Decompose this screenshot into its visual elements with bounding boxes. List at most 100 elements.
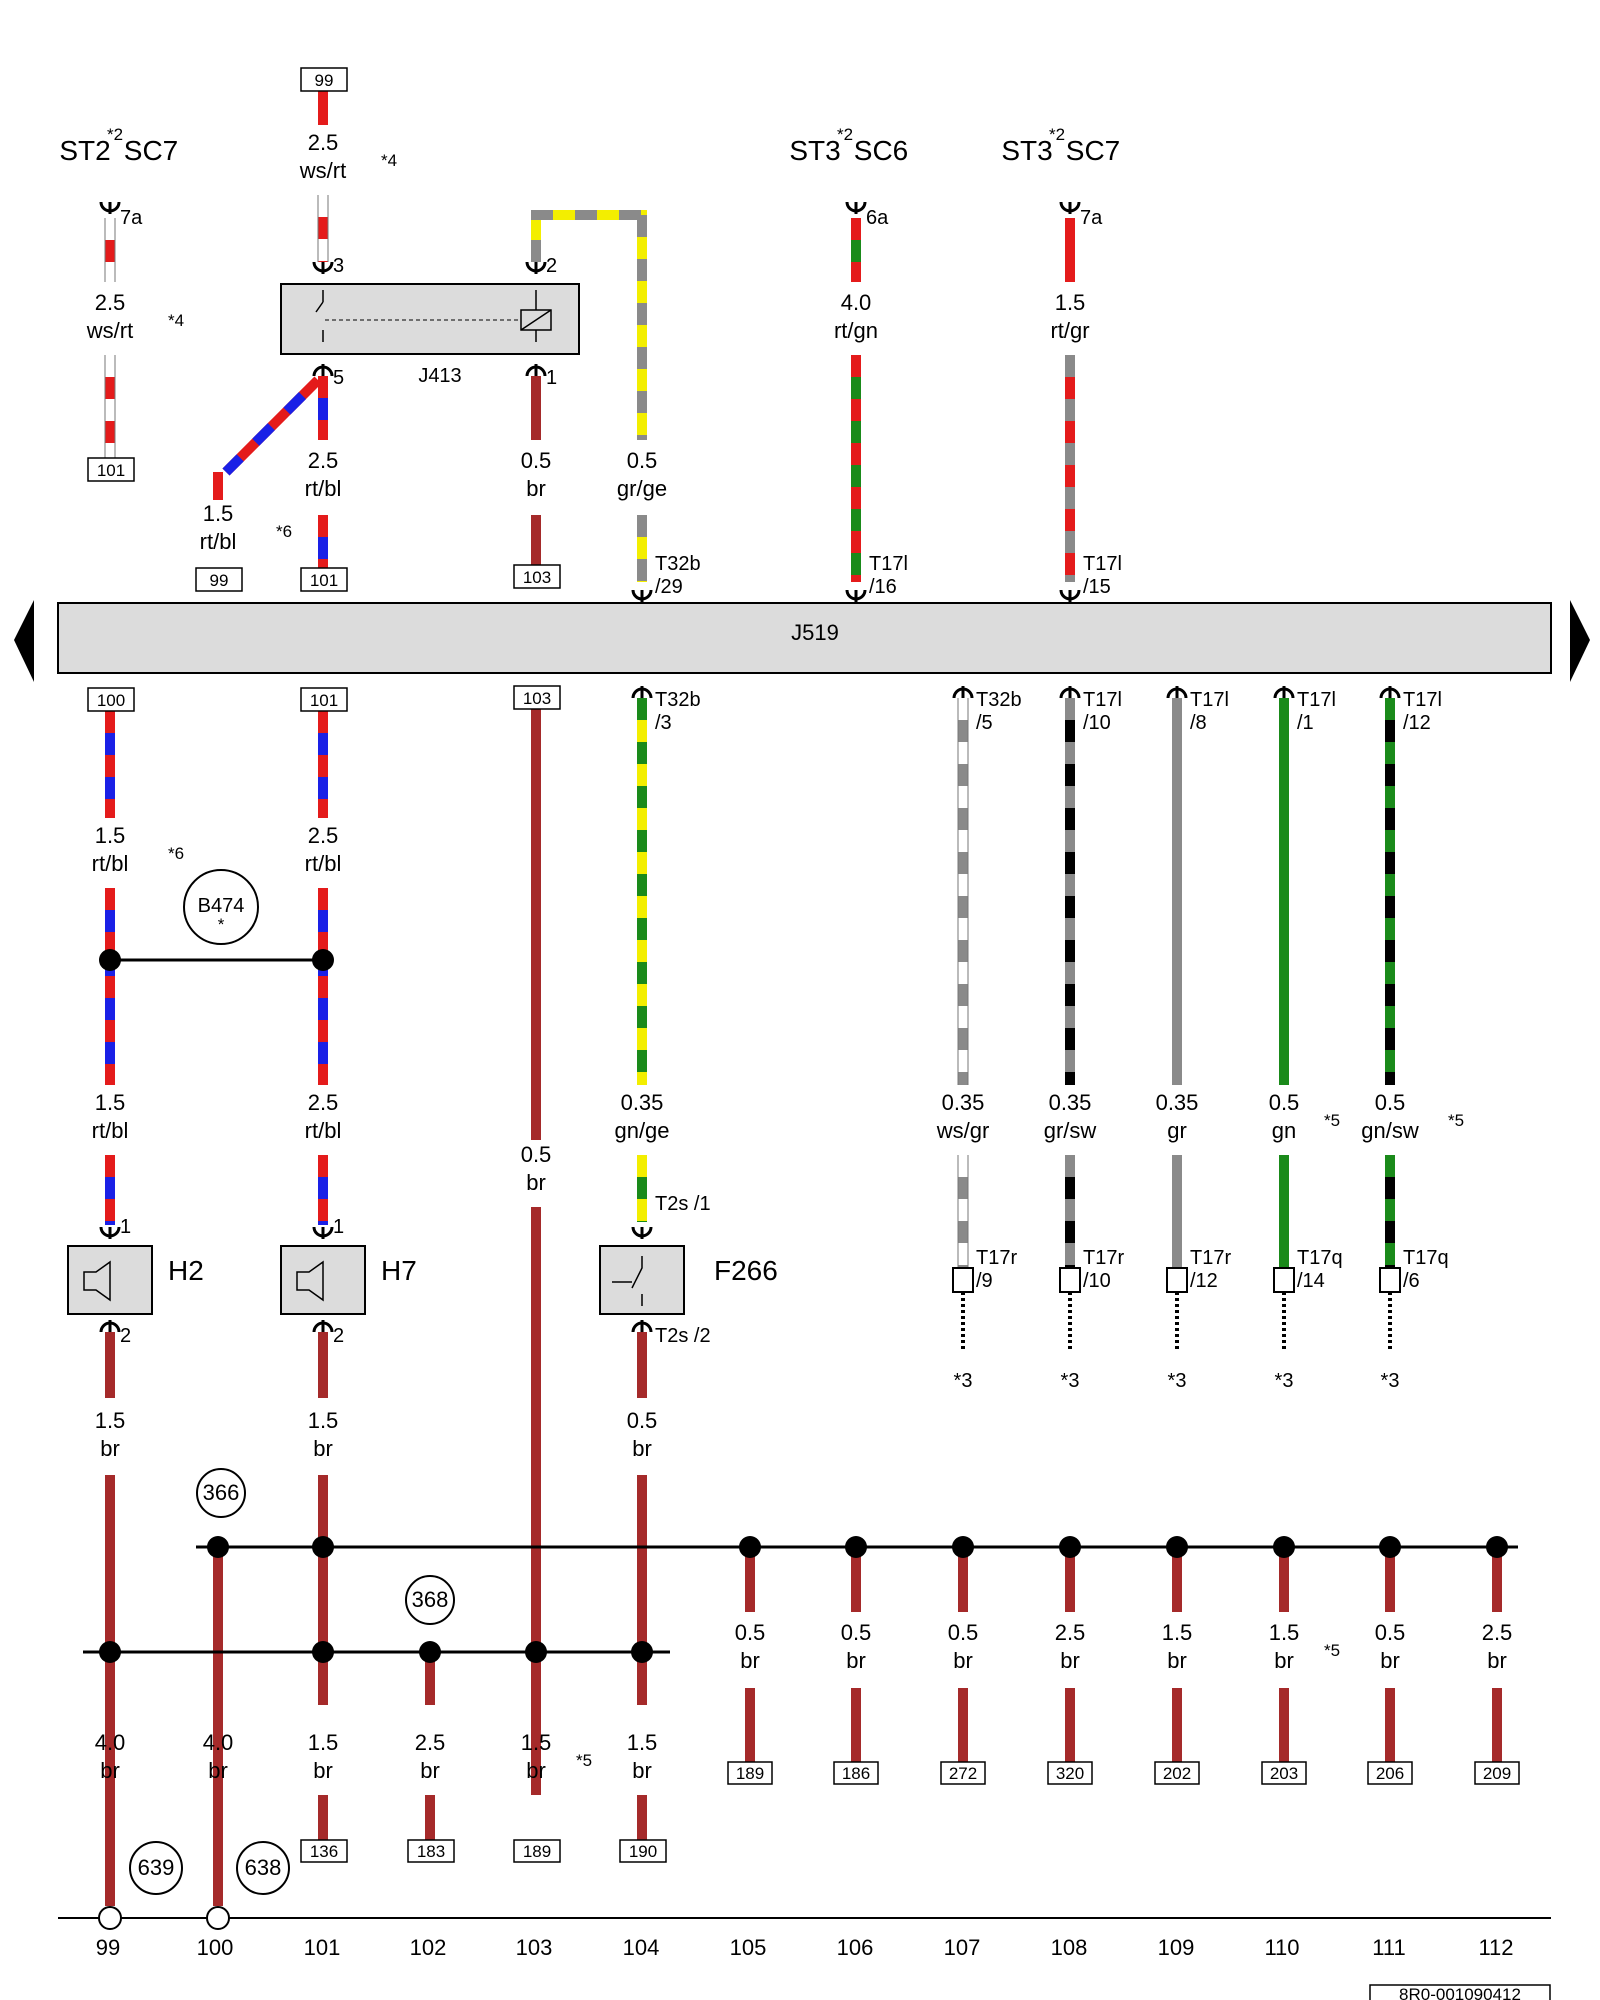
track-number: 112	[1478, 1935, 1513, 1960]
wire-size-label: 0.35	[621, 1090, 664, 1115]
wire-note: *5	[576, 1751, 592, 1770]
reference-box	[619, 1839, 667, 1863]
reference-circle	[183, 869, 259, 945]
wire-size-label: 1.5	[95, 823, 126, 848]
wire-color-label: br	[100, 1758, 120, 1783]
wire-color-label: br	[208, 1758, 228, 1783]
supply-note: *2	[837, 125, 853, 144]
wire-color-label: br	[632, 1758, 652, 1783]
connector-block	[952, 1267, 974, 1293]
connector-name: T32b	[655, 553, 701, 575]
supply-label: SC6	[854, 135, 908, 166]
supply-note: *2	[1049, 125, 1065, 144]
wire-segments	[104, 91, 1502, 1906]
splice-point	[207, 1536, 229, 1558]
wire-size-label: 1.5	[308, 1408, 339, 1433]
wire-size-label: 0.5	[1375, 1090, 1406, 1115]
reference-number: 206	[1376, 1764, 1404, 1783]
wire-color-label: br	[313, 1436, 333, 1461]
reference-number: 202	[1163, 1764, 1191, 1783]
wire-size-label: 4.0	[203, 1730, 234, 1755]
splice-point	[1166, 1536, 1188, 1558]
reference-box	[195, 567, 243, 592]
connector-name: T32b	[655, 689, 701, 711]
reference-box	[1474, 1761, 1520, 1785]
connector-name: T17l	[1403, 689, 1442, 711]
splice-point	[312, 949, 334, 971]
pin-label: 2	[333, 1325, 344, 1347]
component-label: J413	[418, 365, 461, 387]
splice-point	[739, 1536, 761, 1558]
wire-color-label: rt/gr	[1050, 318, 1089, 343]
wire-size-label: 2.5	[1055, 1620, 1086, 1645]
connector-pin: /29	[655, 576, 683, 598]
bus-bar	[57, 602, 1552, 674]
track-number: 106	[837, 1935, 874, 1960]
connector-pin: /6	[1403, 1270, 1420, 1292]
wire-size-label: 1.5	[95, 1090, 126, 1115]
circle-label: 639	[138, 1855, 175, 1880]
wire-color-label: br	[1274, 1648, 1294, 1673]
circle-note: *	[218, 915, 225, 934]
wire-color-label: rt/bl	[200, 529, 237, 554]
wire-color-label: br	[313, 1758, 333, 1783]
wire-size-label: 1.5	[1269, 1620, 1300, 1645]
connector-name: T17r	[1190, 1247, 1231, 1269]
pin-label: 3	[333, 255, 344, 277]
circle-label: 368	[412, 1587, 449, 1612]
reference-number: 189	[523, 1842, 551, 1861]
horn-body	[280, 1245, 366, 1315]
circle-label: 366	[203, 1480, 240, 1505]
wire-size-label: 0.5	[521, 448, 552, 473]
wire-color-label: br	[953, 1648, 973, 1673]
pin-label: 2	[120, 1325, 131, 1347]
connector-pin: /12	[1190, 1270, 1218, 1292]
wire-size-label: 0.5	[841, 1620, 872, 1645]
supply-label: ST3	[1001, 135, 1052, 166]
reference-box	[1367, 1761, 1413, 1785]
wire-color-label: gr/sw	[1044, 1118, 1097, 1143]
reference-number: 136	[310, 1842, 338, 1861]
splice-point	[1486, 1536, 1508, 1558]
splice-point	[99, 949, 121, 971]
reference-number: 272	[949, 1764, 977, 1783]
reference-number: 189	[736, 1764, 764, 1783]
wire-color-label: br	[1380, 1648, 1400, 1673]
wire-color-label: br	[846, 1648, 866, 1673]
connector-pin: /3	[655, 712, 672, 734]
connector-name: T17q	[1297, 1247, 1343, 1269]
wire-color-label: br	[1060, 1648, 1080, 1673]
wire-size-label: 2.5	[308, 130, 339, 155]
pin-label: 6a	[866, 207, 889, 229]
connector-pin: /16	[869, 576, 897, 598]
wire-color-label: rt/bl	[305, 476, 342, 501]
splice-point	[952, 1536, 974, 1558]
connector-name: T17r	[976, 1247, 1017, 1269]
track-number: 102	[410, 1935, 447, 1960]
connector-name: T17l	[1083, 689, 1122, 711]
wire-color-label: br	[526, 476, 546, 501]
connector-pin: /10	[1083, 1270, 1111, 1292]
pin-label: 7a	[1080, 207, 1103, 229]
pin-label: 5	[333, 367, 344, 389]
circle-label: B474	[198, 895, 245, 917]
diagram-id-box	[1369, 1984, 1551, 2000]
footnote: *3	[1275, 1370, 1294, 1392]
relay-body	[280, 283, 580, 355]
splice-point	[631, 1641, 653, 1663]
reference-box	[1261, 1761, 1307, 1785]
connector-name: T17l	[1190, 689, 1229, 711]
wire-color-label: br	[632, 1436, 652, 1461]
splice-point	[419, 1641, 441, 1663]
wire-color-label: gn/ge	[614, 1118, 669, 1143]
wire-note: *5	[1324, 1641, 1340, 1660]
reference-number: 320	[1056, 1764, 1084, 1783]
reference-box	[513, 685, 561, 710]
wire-size-label: 0.5	[627, 1408, 658, 1433]
track-number: 111	[1372, 1935, 1405, 1960]
reference-number: 99	[315, 71, 334, 90]
horn-icon	[83, 1260, 111, 1302]
reference-number: 101	[310, 691, 338, 710]
